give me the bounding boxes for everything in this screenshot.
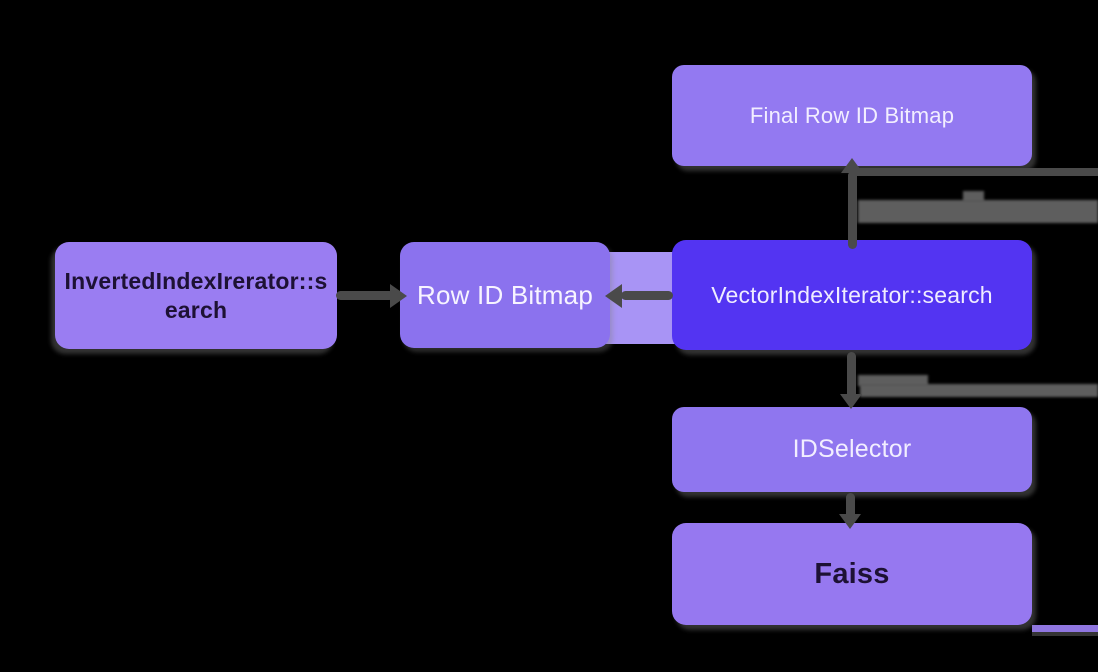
- blurred-annotation-middle: [860, 384, 1098, 397]
- cropped-shape-fragment: [1032, 625, 1098, 632]
- node-label: Faiss: [814, 557, 890, 590]
- node-label-line-2: earch: [164, 296, 228, 323]
- node-inverted-index-iterator-search: InvertedIndexIrerator::s earch: [55, 242, 337, 349]
- node-label: Final Row ID Bitmap: [749, 102, 955, 128]
- arrowhead-left-icon: [605, 284, 622, 308]
- edge-branch-offcanvas-right: [852, 168, 1098, 176]
- cropped-shape-fragment-shadow: [1032, 632, 1098, 636]
- arrowhead-right-icon: [390, 284, 407, 308]
- edge-idselector-to-faiss: [846, 493, 855, 523]
- arrowhead-down-icon: [839, 514, 861, 529]
- blurred-annotation-upper: [963, 191, 984, 202]
- blurred-annotation-middle: [858, 375, 928, 386]
- edge-vector-to-idselector: [847, 352, 856, 400]
- node-vector-index-iterator-search: VectorIndexIterator::search: [672, 240, 1032, 350]
- node-label: IDSelector: [792, 435, 912, 463]
- node-label: Row ID Bitmap: [417, 279, 593, 310]
- node-label-line-1: InvertedIndexIrerator::s: [64, 267, 328, 294]
- node-faiss: Faiss: [672, 523, 1032, 625]
- node-label: InvertedIndexIrerator::s earch: [55, 267, 337, 325]
- edge-inverted-to-rowid: [336, 291, 394, 300]
- node-row-id-bitmap: Row ID Bitmap: [400, 242, 610, 348]
- edge-vector-to-final-bitmap: [848, 171, 857, 249]
- node-label: VectorIndexIterator::search: [711, 281, 993, 308]
- blurred-annotation-upper: [858, 200, 1098, 223]
- arrowhead-down-icon: [840, 394, 862, 409]
- node-id-selector: IDSelector: [672, 407, 1032, 492]
- node-final-row-id-bitmap: Final Row ID Bitmap: [672, 65, 1032, 166]
- edge-vector-to-rowid: [621, 291, 673, 300]
